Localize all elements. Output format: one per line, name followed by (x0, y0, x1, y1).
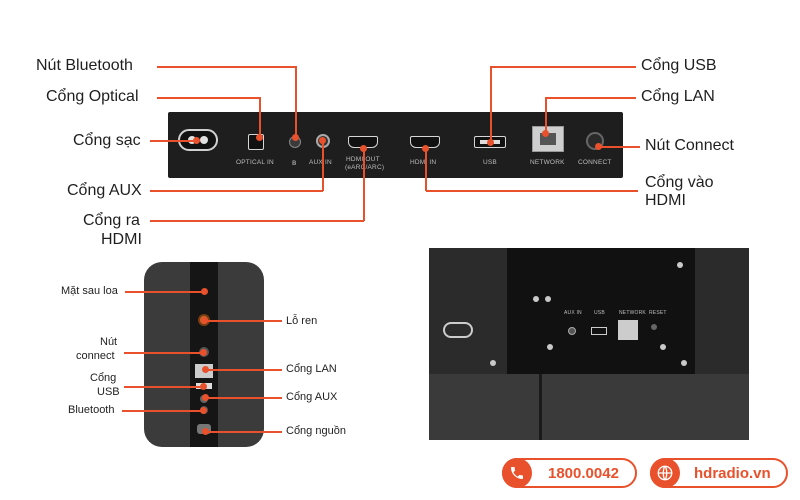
right-aux-port (568, 327, 576, 335)
label-speaker-usb-1: Cổng (90, 372, 117, 384)
right-reset-text: RESET (649, 310, 667, 316)
hdmi-in-text: HDMI IN (410, 159, 437, 166)
hdmi-out-sub-text: (eARC/ARC) (345, 164, 385, 171)
right-speaker-panel: AUX IN USB NETWORK RESET (429, 248, 749, 440)
website-url: hdradio.vn (694, 465, 771, 482)
label-thread: Lỗ ren (286, 315, 318, 327)
phone-number: 1800.0042 (548, 465, 619, 482)
label-hdmi-in-2: HDMI (645, 192, 686, 209)
right-usb-text: USB (594, 310, 605, 316)
label-back: Mặt sau loa (61, 285, 118, 297)
label-bluetooth-button: Nút Bluetooth (36, 57, 133, 74)
hdmi-out-text: HDMI OUT (346, 156, 380, 163)
label-speaker-aux: Cổng AUX (286, 391, 338, 403)
phone-pill[interactable]: 1800.0042 (502, 458, 637, 488)
right-power-port (443, 322, 473, 338)
label-lan: Cổng LAN (641, 88, 715, 105)
bluetooth-symbol: ʙ (292, 158, 297, 167)
network-text: NETWORK (530, 159, 565, 166)
label-speaker-lan: Cổng LAN (286, 363, 337, 375)
label-speaker-connect-2: connect (76, 350, 115, 362)
label-optical: Cổng Optical (46, 88, 139, 105)
phone-icon (502, 458, 532, 488)
label-hdmi-out-1: Cổng ra (83, 212, 140, 229)
right-network-text: NETWORK (619, 310, 646, 316)
right-usb-port (591, 327, 607, 335)
optical-in-text: OPTICAL IN (236, 159, 274, 166)
label-power: Cổng sạc (73, 132, 141, 149)
right-reset-button (651, 324, 657, 330)
website-pill[interactable]: hdradio.vn (650, 458, 788, 488)
label-speaker-connect-1: Nút (100, 336, 118, 348)
label-connect: Nút Connect (645, 137, 734, 154)
right-aux-text: AUX IN (564, 310, 582, 316)
usb-text: USB (483, 159, 497, 166)
connect-text: CONNECT (578, 159, 612, 166)
label-hdmi-in-1: Cổng vào (645, 174, 714, 191)
label-aux: Cổng AUX (67, 182, 142, 199)
label-speaker-usb-2: USB (97, 386, 120, 398)
lan-port (532, 126, 564, 152)
right-lan-port (618, 320, 638, 340)
label-usb: Cổng USB (641, 57, 717, 74)
label-hdmi-out-2: HDMI (101, 231, 142, 248)
soundbar-back-panel: OPTICAL IN ʙ AUX IN HDMI OUT (eARC/ARC) … (168, 112, 623, 178)
aux-in-text: AUX IN (309, 159, 332, 166)
globe-icon (650, 458, 680, 488)
label-speaker-power: Cổng nguồn (286, 425, 346, 437)
label-speaker-bluetooth: Bluetooth (68, 404, 115, 416)
